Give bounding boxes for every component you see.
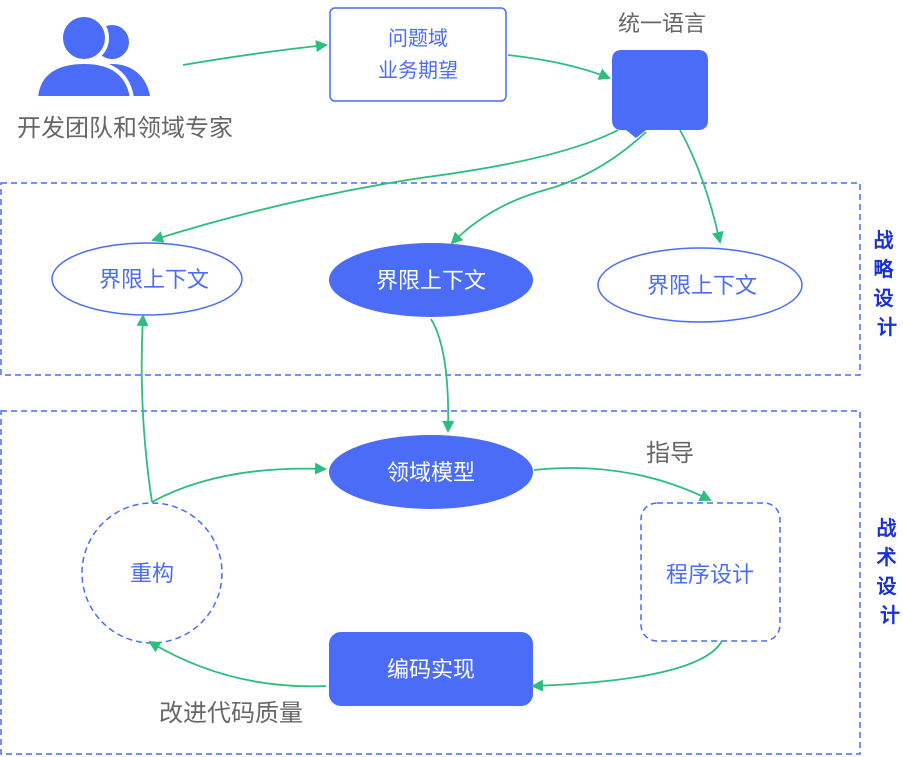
bounded-context-right — [597, 247, 803, 323]
strategic-design-section — [0, 182, 861, 376]
problem-domain-line1: 问题域 — [388, 26, 448, 50]
refactor-label: 重构 — [130, 562, 174, 587]
problem-domain-box — [329, 7, 507, 102]
program-design-node — [640, 502, 781, 642]
bounded-context-right-label: 界限上下文 — [647, 274, 757, 299]
arrow-problem-to-language — [507, 54, 611, 80]
arrow-domain-model-to-design — [533, 467, 712, 501]
arrow-design-to-coding — [531, 640, 723, 692]
domain-model-node — [329, 435, 533, 509]
bounded-context-left-label: 界限上下文 — [99, 268, 209, 293]
speech-bubble-icon — [612, 50, 708, 138]
arrow-refactor-to-context-left — [136, 314, 153, 503]
ubiquitous-language-label: 统一语言 — [618, 12, 706, 37]
tactical-design-label: 战 术 设 计 — [877, 516, 903, 627]
arrow-team-to-problem — [182, 40, 328, 66]
problem-domain-line2: 业务期望 — [378, 58, 458, 82]
coding-node — [329, 632, 533, 706]
bounded-context-center-label: 界限上下文 — [376, 269, 486, 294]
arrow-refactor-to-domain-model — [151, 462, 327, 503]
tactical-design-section — [0, 410, 861, 755]
flow-arrows — [136, 40, 724, 692]
improve-quality-label: 改进代码质量 — [159, 699, 303, 727]
refactor-node — [81, 502, 223, 644]
arrow-language-to-context-right — [679, 129, 724, 244]
domain-model-label: 领域模型 — [387, 461, 475, 486]
coding-label: 编码实现 — [387, 658, 475, 683]
arrow-context-to-domain-model — [430, 318, 455, 433]
team-label: 开发团队和领域专家 — [17, 114, 233, 142]
bounded-context-center — [329, 243, 533, 317]
arrow-language-to-context-center — [450, 131, 647, 245]
arrow-language-to-context-left — [151, 129, 619, 243]
people-icon — [33, 13, 150, 100]
guide-label: 指导 — [646, 439, 694, 467]
strategic-design-label: 战 略 设 计 — [874, 228, 901, 339]
arrow-coding-to-refactor — [148, 640, 327, 688]
program-design-label: 程序设计 — [666, 563, 754, 588]
